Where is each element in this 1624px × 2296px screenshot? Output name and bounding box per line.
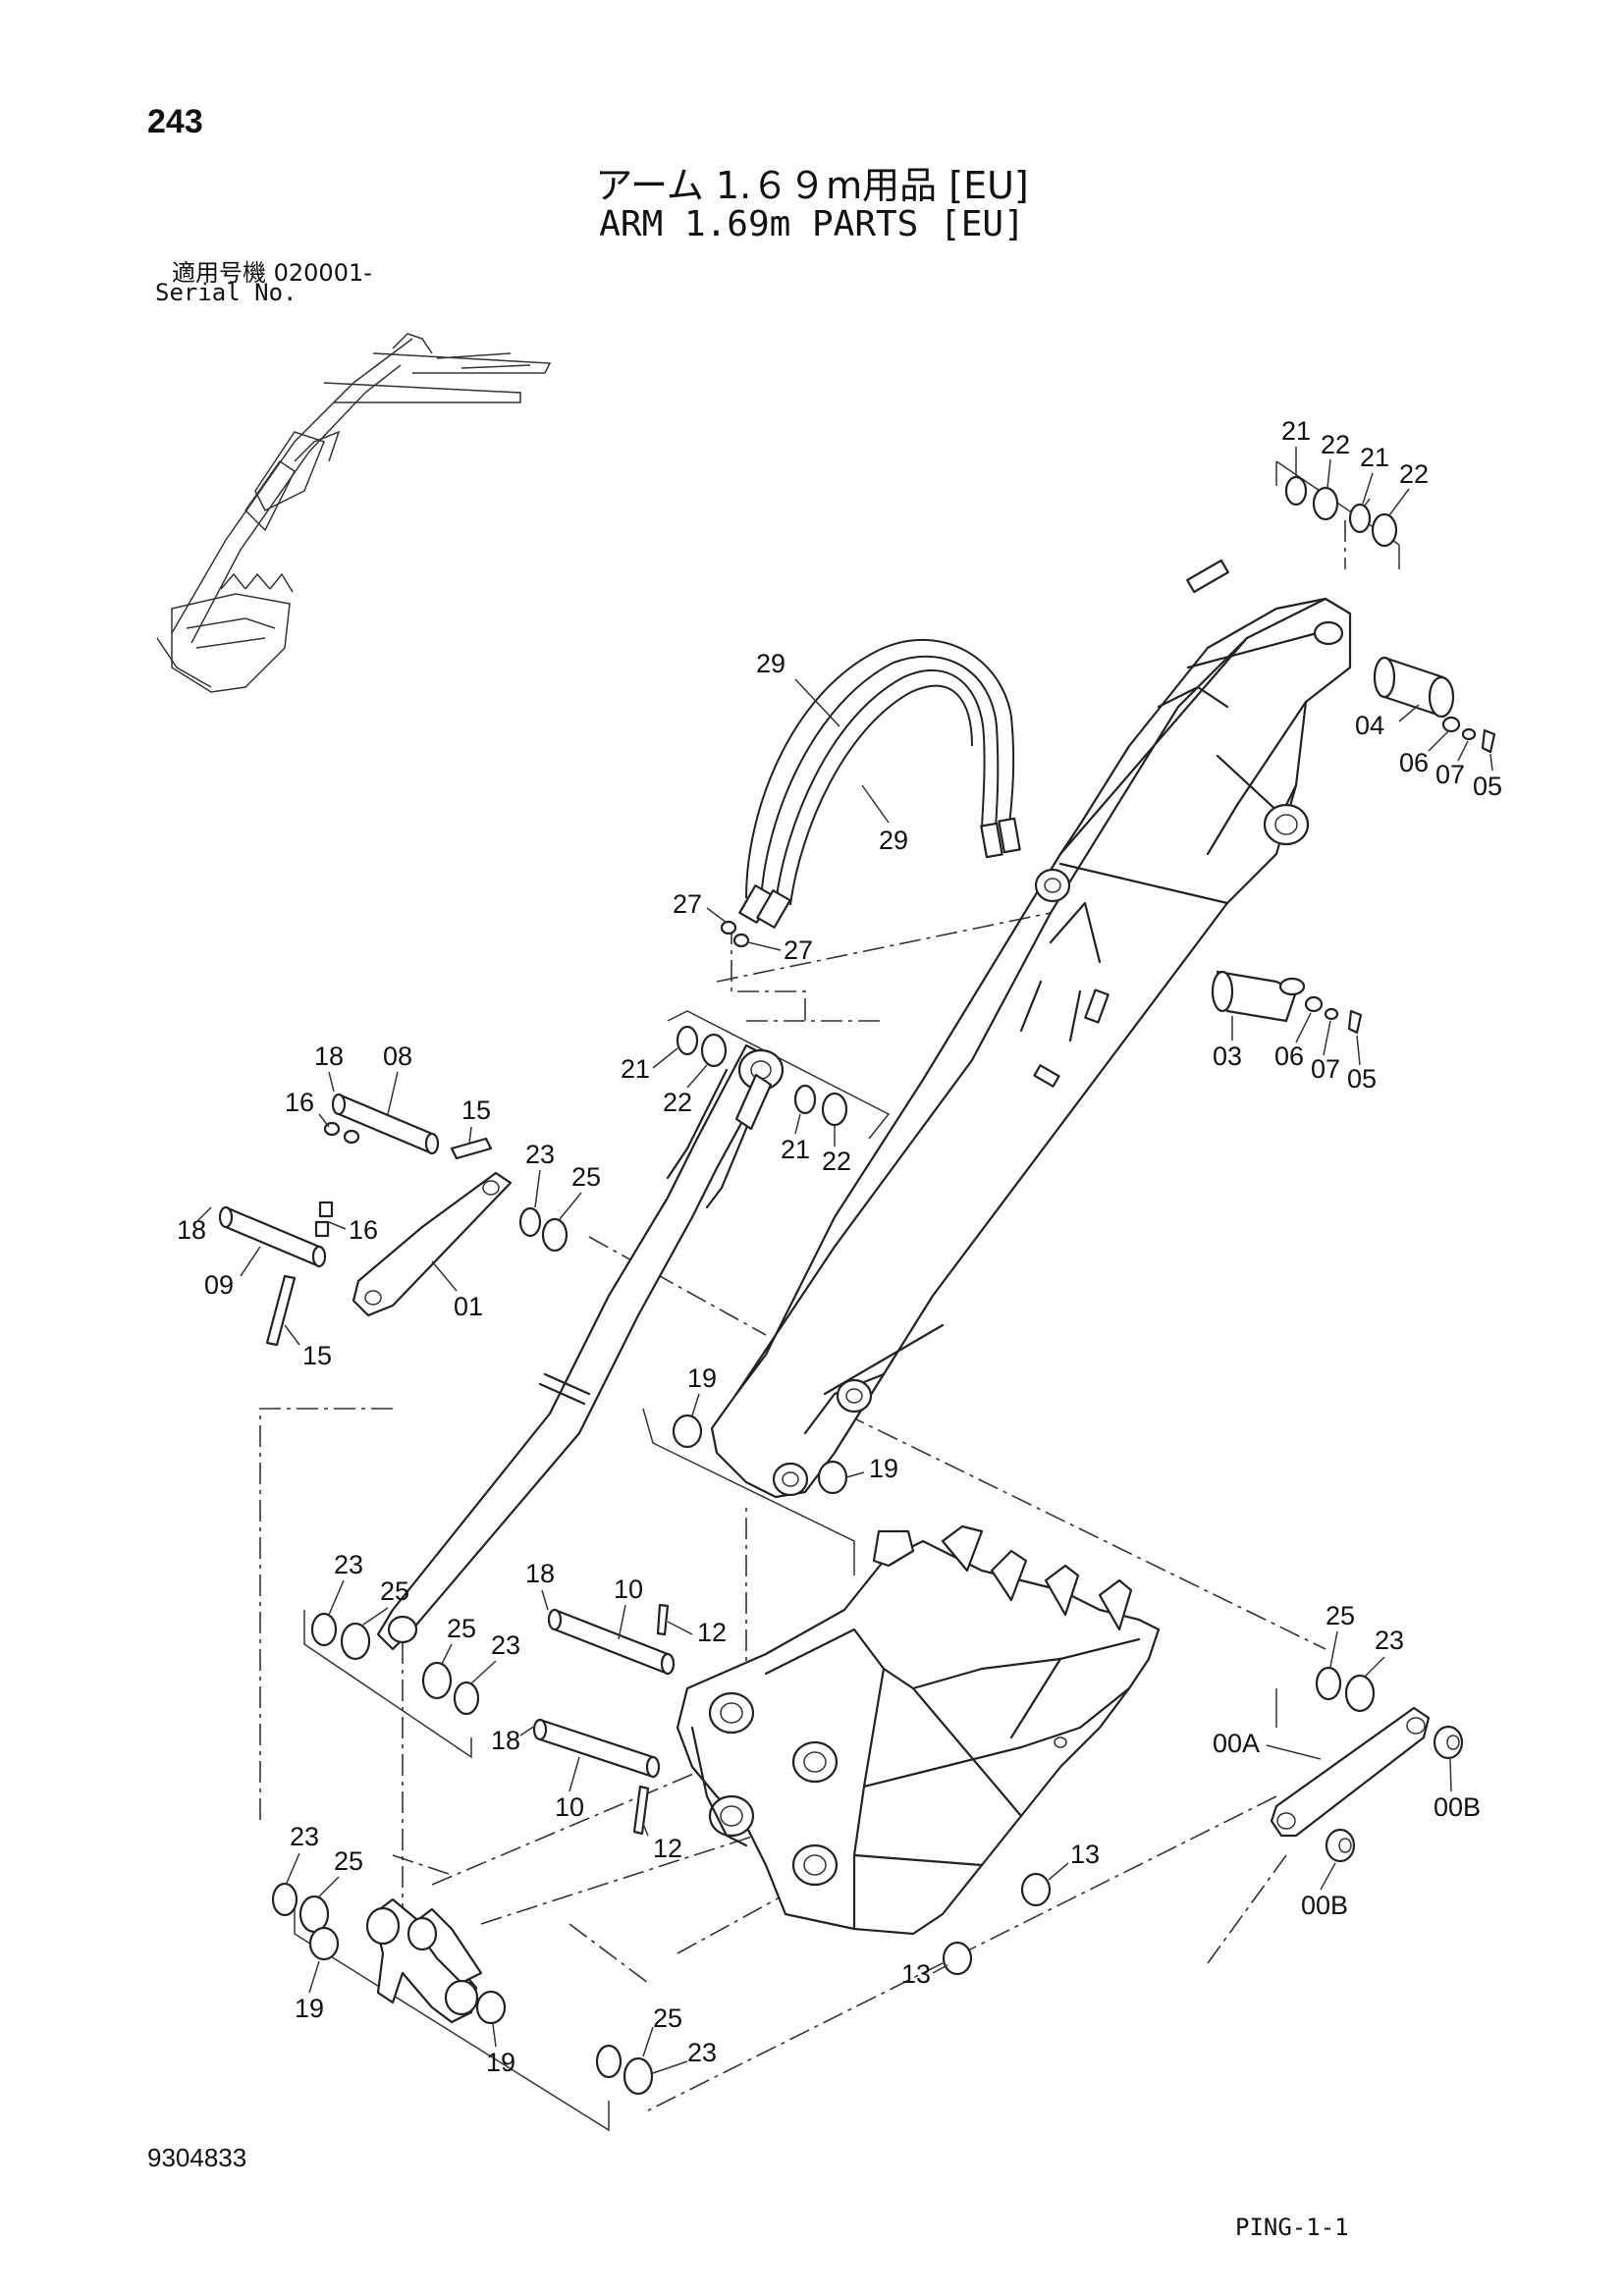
- callout-00b-a: 00B: [1434, 1792, 1481, 1822]
- callout-01: 01: [454, 1292, 483, 1321]
- callout-25-b: 25: [380, 1576, 409, 1606]
- callout-03: 03: [1213, 1041, 1242, 1071]
- callout-19-c: 19: [295, 1994, 324, 2023]
- callout-21-c: 21: [621, 1054, 650, 1084]
- callout-09: 09: [204, 1270, 234, 1300]
- top-washers: [1284, 475, 1398, 548]
- callout-25-c: 25: [447, 1614, 476, 1643]
- callout-19-a: 19: [687, 1363, 717, 1393]
- callout-12-b: 12: [653, 1834, 682, 1863]
- callout-22-d: 22: [822, 1147, 851, 1176]
- callout-00b-b: 00B: [1301, 1891, 1348, 1920]
- bucket-pins: [532, 1603, 676, 1836]
- callout-21-d: 21: [781, 1135, 810, 1164]
- washer-brackets: [294, 460, 1400, 2132]
- bucket: [676, 1524, 1161, 1936]
- callout-25-f: 25: [653, 2003, 682, 2033]
- callout-19-d: 19: [486, 2048, 515, 2077]
- callout-13-a: 13: [1070, 1840, 1100, 1869]
- o-rings-upper: [672, 1414, 848, 1495]
- bucket-cylinder-rod: [376, 1043, 785, 1651]
- callout-25-d: 25: [1326, 1601, 1355, 1630]
- callout-00a: 00A: [1213, 1729, 1260, 1758]
- serial-label-en: Serial No.: [155, 279, 298, 306]
- callout-12-a: 12: [697, 1618, 727, 1647]
- callout-labels: 21 22 21 22 29 29 04 06 07 05 27 27 21 2…: [177, 416, 1502, 2077]
- page-number: 243: [147, 103, 203, 140]
- side-link-00a: [1270, 1666, 1464, 1863]
- serial-label-jp: 適用号機 020001-: [172, 259, 372, 287]
- callout-07-a: 07: [1435, 760, 1465, 789]
- callout-23-d: 23: [1375, 1626, 1404, 1655]
- pin-assemblies-right: [1211, 656, 1496, 1035]
- callout-19-b: 19: [869, 1454, 898, 1483]
- document-number: 9304833: [147, 2143, 247, 2172]
- callout-21-a: 21: [1281, 416, 1311, 446]
- callout-18-d: 18: [491, 1726, 520, 1755]
- callout-22-c: 22: [663, 1088, 692, 1117]
- callout-23-b: 23: [334, 1550, 363, 1579]
- callout-04: 04: [1355, 711, 1384, 740]
- callout-18-c: 18: [525, 1559, 555, 1588]
- callout-22-b: 22: [1399, 459, 1429, 489]
- machine-overview-sketch: [156, 333, 552, 693]
- callout-10-b: 10: [555, 1792, 584, 1822]
- callout-06-b: 06: [1274, 1041, 1304, 1071]
- link-washers: [518, 1206, 568, 1253]
- callout-08: 08: [383, 1041, 412, 1071]
- callout-13-b: 13: [901, 1959, 931, 1989]
- hydraulic-hoses: [720, 638, 1021, 948]
- callout-23-a: 23: [525, 1140, 555, 1169]
- pins-and-link-left: [218, 1093, 513, 1347]
- callout-29-a: 29: [756, 649, 785, 678]
- callout-15-b: 15: [302, 1341, 332, 1370]
- callout-25-e: 25: [334, 1846, 363, 1876]
- callout-05-b: 05: [1347, 1064, 1377, 1094]
- callout-23-c: 23: [491, 1630, 520, 1660]
- callout-05-a: 05: [1473, 772, 1502, 801]
- callout-18-a: 18: [314, 1041, 344, 1071]
- callout-16-a: 16: [285, 1088, 314, 1117]
- callout-23-e: 23: [290, 1822, 319, 1851]
- callout-07-b: 07: [1311, 1054, 1340, 1084]
- arm-body: [710, 559, 1352, 1499]
- callout-06-a: 06: [1399, 748, 1429, 777]
- callout-10-a: 10: [614, 1575, 643, 1604]
- callout-23-f: 23: [687, 2038, 717, 2067]
- callout-27-b: 27: [784, 935, 813, 965]
- lower-link-assembly: [271, 1882, 654, 2096]
- middle-washers: [676, 1025, 848, 1127]
- callout-15-a: 15: [461, 1095, 491, 1125]
- callout-16-b: 16: [349, 1215, 378, 1245]
- callout-25-a: 25: [571, 1162, 601, 1192]
- page-title-jp: アーム 1.６９m用品 [EU]: [595, 164, 1029, 207]
- lower-washers-left: [310, 1612, 480, 1716]
- page-code: PING-1-1: [1235, 2214, 1349, 2241]
- callout-27-a: 27: [673, 889, 702, 919]
- callout-18-b: 18: [177, 1215, 206, 1245]
- o-rings-bucket: [942, 1872, 1052, 1976]
- callout-29-b: 29: [879, 826, 908, 855]
- page-title-en: ARM 1.69m PARTS [EU]: [599, 204, 1025, 244]
- callout-22-a: 22: [1321, 430, 1350, 459]
- callout-21-b: 21: [1360, 443, 1389, 472]
